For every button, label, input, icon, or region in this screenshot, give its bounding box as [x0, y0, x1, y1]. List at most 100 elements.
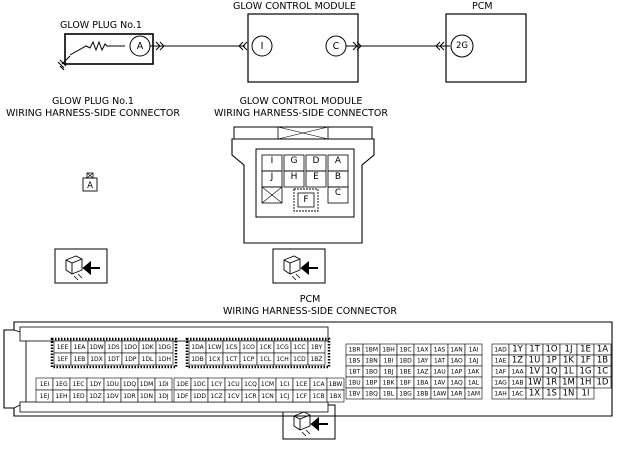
pcm-pin-label: 1BT — [349, 369, 361, 376]
glow-plug-terminal-drawing — [82, 172, 98, 192]
glow-plug-terminal-label: A — [87, 181, 93, 191]
gcm-connector-face — [231, 126, 375, 244]
pcm-pin-label: 1AG — [494, 380, 507, 387]
gcm-cell-a: A — [334, 156, 342, 166]
gcm-pin-in-label: I — [260, 41, 264, 52]
pcm-pin-label: 1DP — [124, 356, 136, 363]
pcm-pin-label: 1AM — [467, 391, 480, 398]
pcm-pin-label: 1A — [597, 345, 608, 355]
pcm-pin-label: 1DS — [107, 344, 119, 351]
pcm-pin-label: 1DE — [176, 381, 188, 388]
pcm-pin-label: 1CY — [211, 381, 223, 388]
pcm-pin-label: 1CS — [226, 344, 238, 351]
pcm-pin-label: 1CW — [208, 344, 222, 351]
pcm-pin-label: 1AN — [450, 347, 462, 354]
pcm-pin-label: 1BV — [349, 391, 362, 398]
pcm-pin-label: 1EH — [55, 393, 67, 400]
gcm-box — [247, 13, 359, 83]
pcm-pin-label: 1W — [528, 378, 542, 388]
gcm-center-pin-label: F — [303, 195, 309, 205]
pcm-pin-cell — [464, 387, 483, 400]
pcm-pin-label: 1BU — [348, 380, 360, 387]
gcm-cell-c: C — [334, 188, 342, 198]
pcm-pin-label: 1AJ — [469, 358, 479, 365]
pcm-pin-label: 1AQ — [450, 380, 463, 387]
pcm-pin-label: 1AA — [511, 369, 524, 376]
pcm-pin-label: 1CU — [227, 381, 239, 388]
pcm-pin-label: 1DK — [141, 344, 154, 351]
pcm-pin-label: 1CX — [208, 356, 220, 363]
pcm-pin-label: 1DT — [107, 356, 119, 363]
pcm-title: PCM — [472, 1, 493, 12]
pcm-pin-label: 1CM — [261, 381, 274, 388]
pcm-pin-label: 1BN — [365, 358, 377, 365]
pcm-pin-label: 1BY — [311, 344, 323, 351]
pcm-pin-label: 1CR — [244, 393, 256, 400]
pcm-pin-label: 1CC — [293, 344, 305, 351]
pcm-pin-label: 1AP — [451, 369, 463, 376]
pcm-pin-label: 1BI — [384, 358, 394, 365]
pcm-pin-label: 1AH — [494, 391, 506, 398]
pcm-pin-label: 1BB — [416, 391, 428, 398]
pcm-pin-label: 1DR — [123, 393, 136, 400]
pcm-pin-label: 1AS — [434, 347, 446, 354]
pcm-pin-label: 1BC — [399, 347, 411, 354]
pcm-pin-label: 1CT — [226, 356, 238, 363]
pcm-pin-cell — [154, 389, 173, 403]
pcm-pin-label: 1BF — [400, 380, 412, 387]
pcm-pin-label: 1L — [563, 367, 573, 377]
pcm-pin-label: 1BP — [366, 380, 378, 387]
pcm-pin-label: 1AW — [433, 391, 447, 398]
pcm-pin-label: 1BS — [349, 358, 361, 365]
connector-mark-1 — [155, 41, 165, 51]
pcm-pin-label: 1K — [563, 356, 574, 366]
pcm-pin-label: 1AX — [416, 347, 428, 354]
pcm-pin-label: 1T — [529, 345, 540, 355]
pcm-pin-label: 1CA — [312, 381, 325, 388]
pcm-pin-label: 1BE — [400, 369, 412, 376]
pcm-pin-label: 1F — [580, 356, 590, 366]
glow-plug-title: GLOW PLUG No.1 — [60, 20, 142, 31]
pcm-pin-label: 1BQ — [365, 391, 378, 398]
pcm-pin-circle — [450, 34, 474, 58]
pcm-pin-label: 1EA — [74, 344, 87, 351]
glow-plug-heater-symbol — [69, 40, 125, 56]
pcm-pin-label: 1CQ — [244, 381, 257, 388]
pcm-pin-label: 1H — [580, 378, 592, 388]
pcm-pin-label: 1CH — [276, 356, 289, 363]
pcm-pin-label: 1E — [580, 345, 591, 355]
pcm-pin-label: 1Q — [545, 367, 557, 377]
pcm-pin-label: 1EC — [73, 381, 85, 388]
gcm-cell-d: D — [312, 156, 320, 166]
pcm-pin-label: 1AF — [495, 369, 507, 376]
pcm-pin-label: 1DZ — [89, 393, 102, 400]
pcm-pin-label: 1EG — [55, 381, 68, 388]
pcm-pin-label: 1DY — [90, 381, 102, 388]
pcm-pin-label: 1CB — [312, 393, 324, 400]
pcm-pin-label: 1AC — [511, 391, 523, 398]
pcm-pin-label: 2G — [456, 41, 468, 51]
pcm-pin-label: 1DJ — [158, 393, 168, 400]
pcm-pin-label: 1BG — [399, 391, 412, 398]
pcm-pin-label: 1DW — [89, 344, 103, 351]
pcm-pin-label: 1AZ — [416, 369, 428, 376]
pcm-pin-label: 1DV — [106, 393, 119, 400]
pcm-pin-label: 1V — [529, 367, 540, 377]
pcm-pin-label: 1X — [529, 389, 540, 399]
pcm-pin-label: 1BA — [416, 380, 429, 387]
pcm-pin-label: 1BK — [383, 380, 396, 387]
glow-plug-connector-caption-1: GLOW PLUG No.1 — [52, 96, 134, 107]
pcm-pin-label: 1BH — [382, 347, 394, 354]
gcm-cell-i: I — [270, 156, 274, 166]
pcm-connector-caption-1: PCM — [299, 294, 321, 305]
pcm-pin-label: 1DO — [124, 344, 137, 351]
pcm-pin-label: 1Y — [512, 345, 523, 355]
pcm-pin-label: 1DG — [158, 344, 171, 351]
pcm-pin-label: 1CD — [293, 356, 306, 363]
wiring-diagram — [57, 13, 527, 83]
connector-mark-4 — [435, 41, 445, 51]
pcm-pin-label: 1BO — [365, 369, 378, 376]
pcm-pin-label: 1BW — [329, 381, 343, 388]
view-direction-icon-2 — [272, 248, 326, 284]
pcm-pin-cell — [155, 352, 174, 366]
